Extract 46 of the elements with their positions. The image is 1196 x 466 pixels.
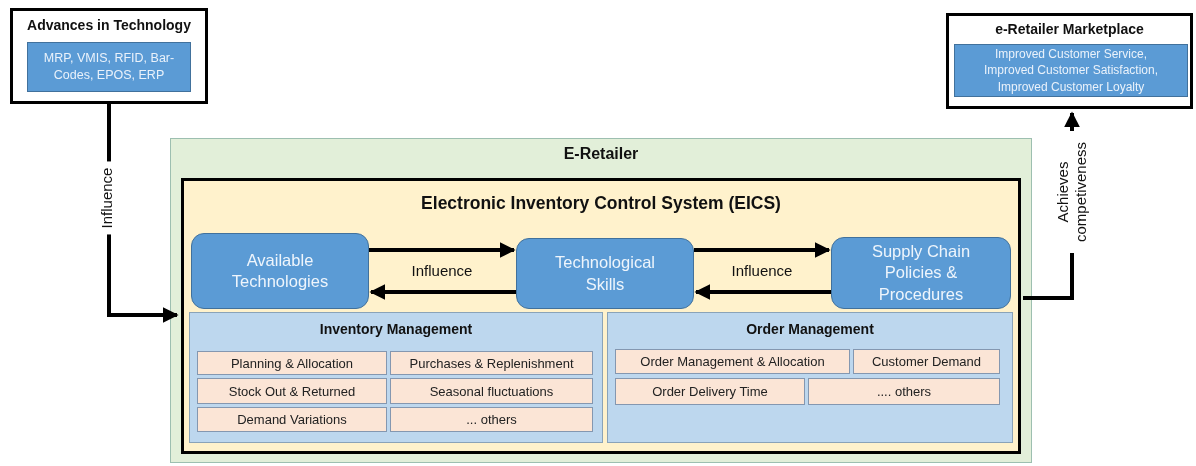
item-cell — [853, 349, 1000, 374]
process-box — [516, 238, 694, 309]
item-cell — [197, 378, 387, 404]
info-box — [954, 44, 1188, 97]
heading: E-Retailer — [562, 145, 640, 163]
arrow — [694, 284, 831, 300]
arrow — [694, 242, 831, 258]
system-box — [181, 178, 1021, 454]
item-cell — [390, 351, 593, 375]
item-cell — [615, 349, 850, 374]
item-cell — [197, 407, 387, 432]
node-label: Seasonal fluctuations — [429, 383, 554, 399]
process-box — [191, 233, 369, 309]
heading: Advances in Technology — [26, 17, 192, 33]
node-label: Purchases & Replenishment — [409, 355, 574, 371]
panel-box — [607, 312, 1013, 443]
info-box — [27, 42, 191, 92]
node-label: Order Management & Allocation — [640, 354, 825, 369]
node-label: .... others — [876, 384, 932, 399]
node-label: Technological Skills — [554, 252, 656, 295]
item-cell — [197, 351, 387, 375]
item-cell — [808, 378, 1000, 405]
node-label: Supply Chain Policies & Procedures — [870, 240, 972, 305]
node-label: Customer Demand — [871, 354, 982, 369]
arrow — [369, 284, 516, 300]
arrow — [369, 242, 516, 258]
container-box — [170, 138, 1032, 463]
node-label: Order Delivery Time — [652, 384, 768, 399]
node-label: MRP, VMIS, RFID, Bar-Codes, EPOS, ERP — [42, 50, 176, 84]
heading: e-Retailer Marketplace — [994, 21, 1145, 37]
node-label: Planning & Allocation — [230, 355, 354, 371]
node-label: Available Technologies — [230, 249, 330, 292]
panel-box — [189, 312, 603, 443]
node-label: Stock Out & Returned — [228, 383, 356, 399]
group-box — [946, 13, 1193, 109]
item-cell — [615, 378, 805, 405]
group-box — [10, 8, 208, 104]
item-cell — [390, 407, 593, 432]
heading: Order Management — [745, 321, 875, 337]
node-label: ... others — [466, 412, 517, 427]
item-cell — [390, 378, 593, 404]
process-box — [831, 237, 1011, 309]
node-label: Improved Customer Service, Improved Customer Satisfaction, Improved Customer Loyalty — [982, 46, 1160, 95]
heading: Inventory Management — [318, 321, 474, 337]
node-label: Demand Variations — [237, 412, 347, 427]
heading: Electronic Inventory Control System (EICS) — [420, 193, 782, 214]
